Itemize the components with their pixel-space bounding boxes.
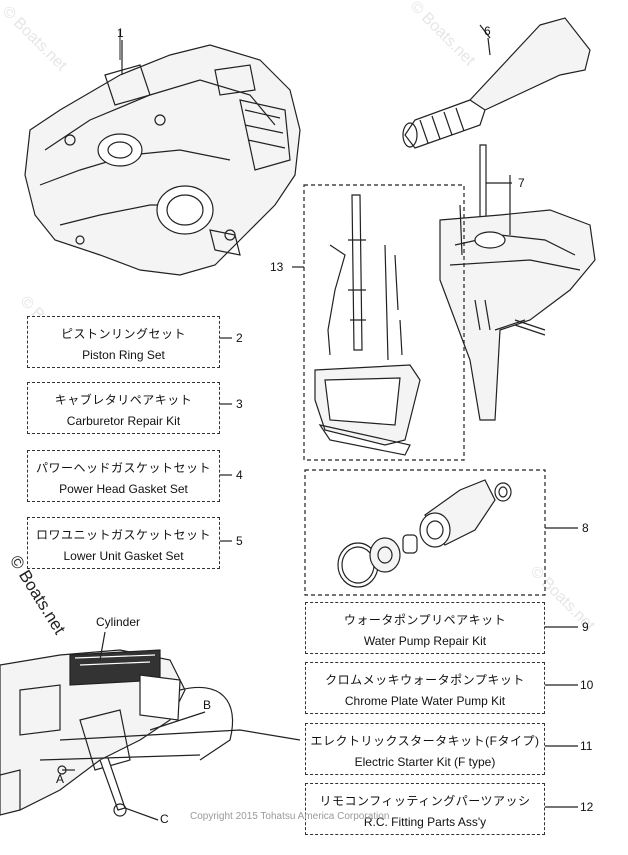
kit-en-label: Chrome Plate Water Pump Kit <box>344 694 506 708</box>
drive-shaft-illustration <box>314 194 421 456</box>
callout-8: 8 <box>582 521 589 535</box>
kit-jp-label: エレクトリックスタータキット(Fタイプ) <box>310 734 540 748</box>
kit-en-label: Water Pump Repair Kit <box>363 634 487 648</box>
kit-en-label: Power Head Gasket Set <box>59 482 188 496</box>
tiller-handle-illustration <box>402 17 591 149</box>
kit-en-label: R.C. Fitting Parts Ass'y <box>363 815 487 829</box>
kit-jp-label: ウォータポンプリペアキット <box>343 613 507 627</box>
kit-jp-label: ロワユニットガスケットセット <box>35 528 211 542</box>
kit-jp-label: ピストンリングセット <box>60 327 186 341</box>
callout-10: 10 <box>580 678 594 692</box>
item-13-frame <box>303 184 465 461</box>
water-pump-illustration <box>337 479 512 588</box>
kit-en-label: Piston Ring Set <box>82 348 165 362</box>
inset-label-b: B <box>203 698 212 712</box>
kit-chrome-water-pump: クロムメッキウォータポンプキット Chrome Plate Water Pump… <box>305 662 545 714</box>
kit-water-pump-repair: ウォータポンプリペアキット Water Pump Repair Kit <box>305 602 545 654</box>
kit-power-head-gasket: パワーヘッドガスケットセット Power Head Gasket Set <box>27 450 220 502</box>
inset-label-cylinder: Cylinder <box>96 615 141 629</box>
kit-jp-label: リモコンフィッティングパーツアッシ <box>319 794 531 808</box>
item-8-frame <box>304 469 546 596</box>
callout-5: 5 <box>236 534 243 548</box>
callout-4: 4 <box>236 468 243 482</box>
lower-unit-illustration <box>439 144 596 421</box>
copyright-text: Copyright 2015 Tohatsu America Corporati… <box>190 811 390 822</box>
callout-1: 1 <box>117 26 124 40</box>
callout-3: 3 <box>236 397 243 411</box>
inset-label-a: A <box>56 772 65 786</box>
leader-6 <box>487 37 491 56</box>
kit-rc-fitting-parts: リモコンフィッティングパーツアッシ R.C. Fitting Parts Ass… <box>305 783 545 835</box>
kit-carburetor-repair: キャブレタリペアキット Carburetor Repair Kit <box>27 382 220 434</box>
kit-lower-unit-gasket: ロワユニットガスケットセット Lower Unit Gasket Set <box>27 517 220 569</box>
callout-2: 2 <box>236 331 243 345</box>
kit-electric-starter: エレクトリックスタータキット(Fタイプ) Electric Starter Ki… <box>305 723 545 775</box>
kit-jp-label: クロムメッキウォータポンプキット <box>325 673 525 687</box>
remote-control-inset-illustration <box>0 649 301 817</box>
power-head-illustration <box>24 30 301 276</box>
callout-6: 6 <box>484 24 491 38</box>
callout-9: 9 <box>582 620 589 634</box>
callout-13: 13 <box>270 260 284 274</box>
callout-12: 12 <box>580 800 594 814</box>
kit-piston-ring-set: ピストンリングセット Piston Ring Set <box>27 316 220 368</box>
cylinder-leader <box>99 631 106 661</box>
callout-11: 11 <box>580 739 593 753</box>
kit-en-label: Carburetor Repair Kit <box>66 414 181 428</box>
label-b-leader <box>149 711 206 731</box>
kit-en-label: Lower Unit Gasket Set <box>63 549 184 563</box>
kit-jp-label: パワーヘッドガスケットセット <box>35 461 211 475</box>
kit-en-label: Electric Starter Kit (F type) <box>354 755 496 769</box>
label-c-leader <box>124 807 159 821</box>
callout-7: 7 <box>518 176 525 190</box>
inset-label-c: C <box>160 812 169 826</box>
kit-jp-label: キャブレタリペアキット <box>54 393 193 407</box>
